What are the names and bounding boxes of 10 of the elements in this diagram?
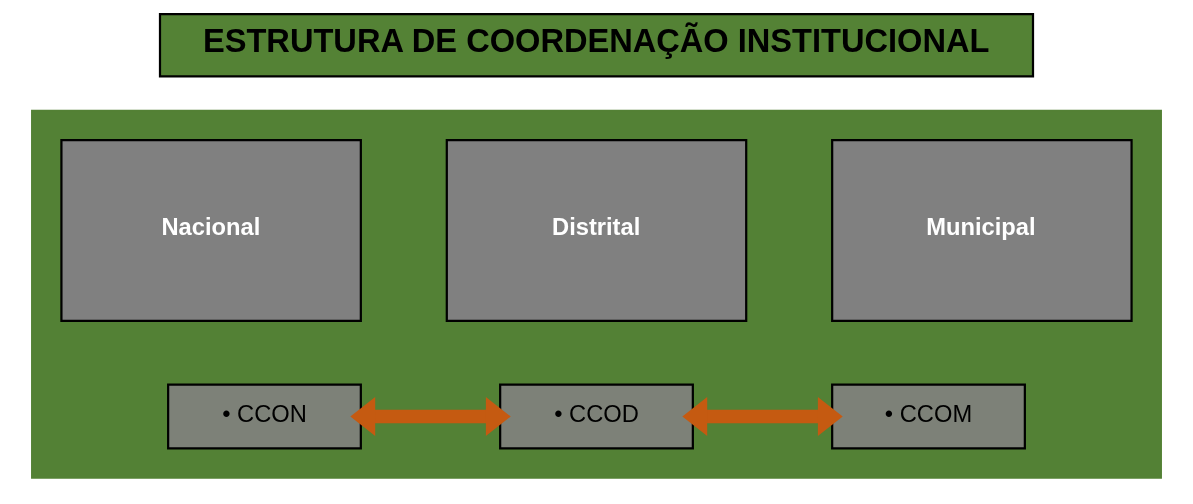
cluster <box>31 109 1162 479</box>
node-box: ESTRUTURA DE COORDENAÇÃO INSTITUCIONAL <box>158 13 1035 78</box>
arrow <box>682 396 843 437</box>
node-box: Distrital <box>445 139 748 323</box>
node-box: • CCOM <box>831 383 1026 450</box>
node-box: • CCOD <box>499 383 694 450</box>
arrow <box>350 396 511 437</box>
node-box: • CCON <box>167 383 362 450</box>
node-box: Nacional <box>60 139 362 323</box>
node-box: Municipal <box>831 139 1133 323</box>
